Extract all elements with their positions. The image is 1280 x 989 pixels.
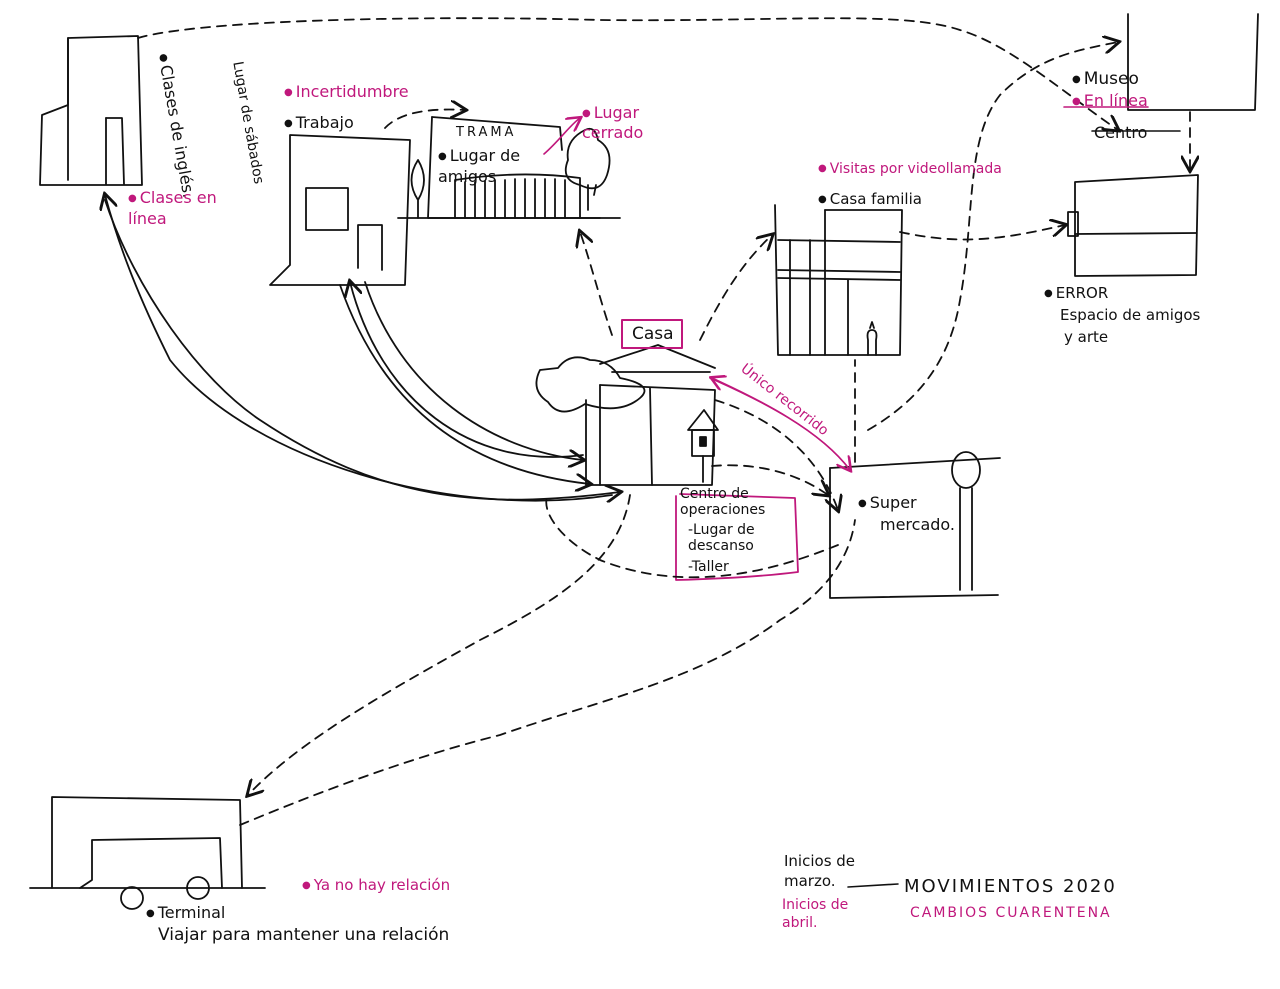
legend-title: MOVIMIENTOS 2020 (904, 876, 1117, 897)
label-clases-en-linea: Clases en línea (128, 188, 238, 229)
legend-black-label-1: Inicios de (784, 852, 856, 870)
building-error (1067, 174, 1199, 277)
label-viajar: Viajar para mantener una relación (158, 925, 450, 945)
label-super: Super (858, 494, 917, 513)
label-lugar-cerrado: Lugar cerrado (582, 103, 682, 142)
label-videollamada: Visitas por videollamada (818, 160, 1002, 178)
label-casa-familia: Casa familia (818, 190, 922, 209)
building-terminal (29, 796, 266, 910)
label-museo: Museo (1072, 70, 1139, 89)
legend-pink-label-1: Inicios de (782, 897, 849, 913)
label-terminal: Terminal (146, 904, 226, 923)
label-casa-role-1: -Lugar de descanso (688, 522, 755, 554)
label-trabajo: Trabajo (284, 114, 354, 133)
legend-subtitle: CAMBIOS CUARENTENA (910, 905, 1112, 921)
label-error: ERROR (1044, 284, 1109, 303)
label-trama: TRAMA (456, 125, 517, 140)
label-y-arte: y arte (1064, 328, 1109, 346)
label-casa-role-2: -Taller (688, 559, 729, 575)
building-casa (535, 319, 799, 581)
building-museo (1127, 13, 1259, 111)
solid-paths (105, 195, 620, 501)
label-casa: Casa (632, 324, 674, 344)
label-mercado: mercado. (880, 515, 956, 534)
label-casa-role-0: Centro de operaciones (680, 486, 766, 518)
label-lugar-de-amigos: Lugar de amigos (438, 146, 548, 187)
legend-black-label-2: marzo. (784, 872, 836, 890)
label-espacio-amigos: Espacio de amigos (1060, 306, 1201, 324)
label-centro: Centro (1094, 123, 1148, 142)
pink-paths (543, 106, 1181, 888)
dashed-paths (137, 17, 1190, 826)
label-incertidumbre: Incertidumbre (284, 83, 409, 102)
label-museo-en-linea: En línea (1072, 92, 1148, 111)
legend-pink-label-2: abril. (782, 915, 818, 931)
building-trabajo (269, 134, 411, 286)
label-ya-no-hay-relacion: Ya no hay relación (302, 876, 450, 895)
building-clases-ingles (39, 35, 143, 186)
building-casa-familia (774, 204, 903, 356)
